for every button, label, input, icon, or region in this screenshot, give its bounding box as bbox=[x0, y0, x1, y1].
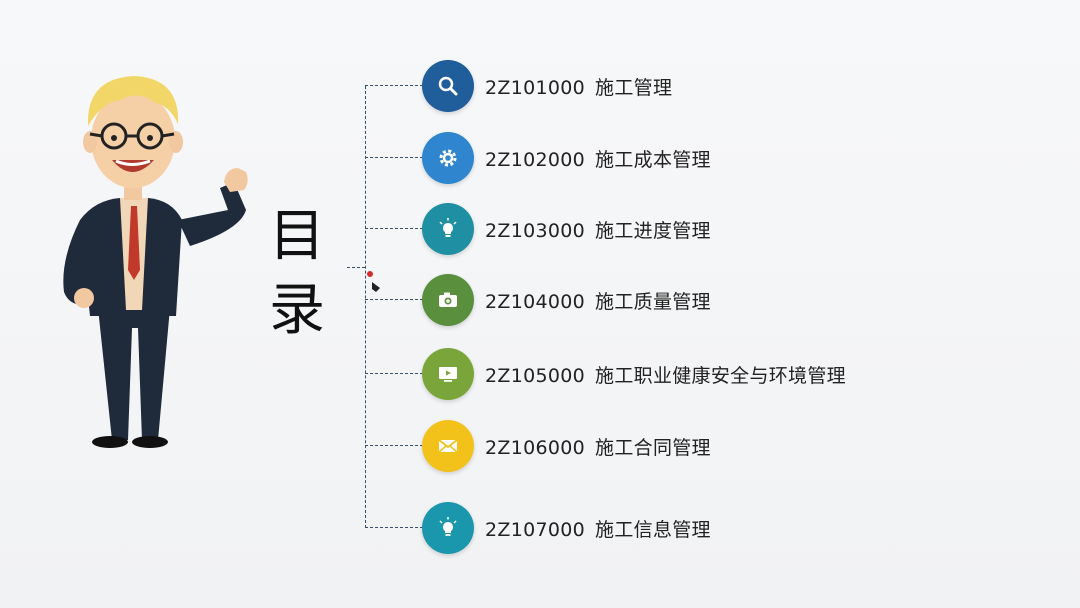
dashed-connector bbox=[365, 299, 423, 300]
toc-title-line2: 录 bbox=[269, 278, 325, 343]
toc-item[interactable]: 2Z103000 施工进度管理 bbox=[365, 203, 1065, 255]
toc-item-code: 2Z102000 bbox=[485, 149, 586, 171]
toc-item-label: 2Z103000 施工进度管理 bbox=[485, 216, 711, 243]
toc-item-label: 2Z104000 施工质量管理 bbox=[485, 287, 711, 314]
search-icon bbox=[422, 60, 474, 112]
toc-item-code: 2Z104000 bbox=[485, 291, 586, 313]
toc-item[interactable]: 2Z102000 施工成本管理 bbox=[365, 132, 1065, 184]
toc-item-label: 2Z101000 施工管理 bbox=[485, 73, 672, 100]
toc-item-name: 施工职业健康安全与环境管理 bbox=[595, 365, 846, 387]
lightbulb-icon bbox=[422, 203, 474, 255]
toc-item-name: 施工成本管理 bbox=[595, 149, 711, 171]
lightbulb-icon bbox=[422, 502, 474, 554]
toc-item[interactable]: 2Z105000 施工职业健康安全与环境管理 bbox=[365, 348, 1065, 400]
toc-item-code: 2Z105000 bbox=[485, 365, 586, 387]
toc-item-label: 2Z105000 施工职业健康安全与环境管理 bbox=[485, 361, 846, 388]
toc-item[interactable]: 2Z106000 施工合同管理 bbox=[365, 420, 1065, 472]
dashed-connector bbox=[365, 373, 423, 374]
toc-item-name: 施工质量管理 bbox=[595, 291, 711, 313]
toc-item-code: 2Z103000 bbox=[485, 220, 586, 242]
toc-item-code: 2Z107000 bbox=[485, 519, 586, 541]
toc-item-code: 2Z101000 bbox=[485, 77, 586, 99]
toc-item-label: 2Z106000 施工合同管理 bbox=[485, 433, 711, 460]
toc-item-code: 2Z106000 bbox=[485, 437, 586, 459]
toc-title: 目 录 bbox=[262, 200, 332, 348]
toc-item-name: 施工进度管理 bbox=[595, 220, 711, 242]
envelope-icon bbox=[422, 420, 474, 472]
toc-item[interactable]: 2Z107000 施工信息管理 bbox=[365, 502, 1065, 554]
gear-icon bbox=[422, 132, 474, 184]
toc-item-name: 施工合同管理 bbox=[595, 437, 711, 459]
toc-item-name: 施工管理 bbox=[595, 77, 673, 99]
dashed-connector bbox=[365, 527, 423, 528]
toc-item-label: 2Z107000 施工信息管理 bbox=[485, 515, 711, 542]
pen-cursor-icon bbox=[367, 271, 380, 292]
toc-item-name: 施工信息管理 bbox=[595, 519, 711, 541]
dashed-connector bbox=[365, 85, 423, 86]
dashed-connector bbox=[365, 228, 423, 229]
dashed-spine-line bbox=[365, 86, 366, 528]
dashed-connector bbox=[365, 157, 423, 158]
toc-item-label: 2Z102000 施工成本管理 bbox=[485, 145, 711, 172]
dashed-connector bbox=[365, 445, 423, 446]
dashed-stub-line bbox=[347, 267, 365, 268]
toc-title-line1: 目 bbox=[269, 204, 325, 269]
monitor-play-icon bbox=[422, 348, 474, 400]
toc-item[interactable]: 2Z101000 施工管理 bbox=[365, 60, 1065, 112]
camera-icon bbox=[422, 274, 474, 326]
toc-item[interactable]: 2Z104000 施工质量管理 bbox=[365, 274, 1065, 326]
businessman-illustration bbox=[63, 76, 248, 448]
